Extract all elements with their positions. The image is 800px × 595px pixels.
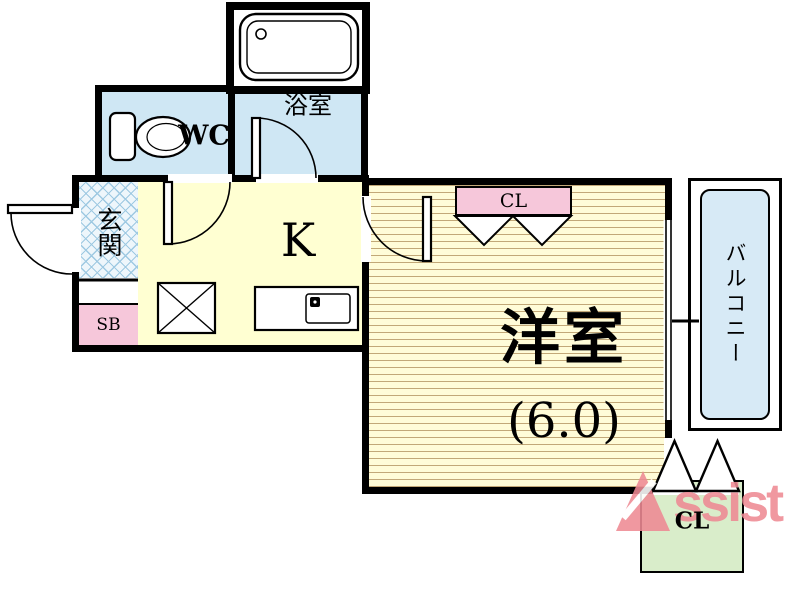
balcony-label: バルコニー	[723, 242, 747, 367]
bathroom-label: 浴室	[284, 91, 332, 120]
kitchen-label: K	[280, 213, 316, 267]
closet-top-label: CL	[499, 190, 528, 212]
room-entrance: SB	[72, 175, 140, 352]
main-room-label: 洋室	[500, 303, 628, 374]
shoe-box: SB	[79, 303, 138, 345]
shoe-box-label: SB	[96, 315, 121, 335]
room-balcony: バルコニー	[688, 178, 782, 431]
front-door	[6, 203, 81, 275]
room-kitchen	[138, 175, 369, 352]
entrance-label: 玄関	[94, 207, 123, 257]
balcony-deck: バルコニー	[700, 189, 770, 420]
entrance-tile-floor	[79, 182, 138, 278]
main-room-size-label: (6.0)	[507, 393, 621, 449]
assist-logo-a-icon	[616, 471, 670, 531]
closet-bottom-label: CL	[674, 507, 710, 535]
closet-top: CL	[455, 186, 572, 216]
toilet-label: WC	[178, 120, 230, 152]
